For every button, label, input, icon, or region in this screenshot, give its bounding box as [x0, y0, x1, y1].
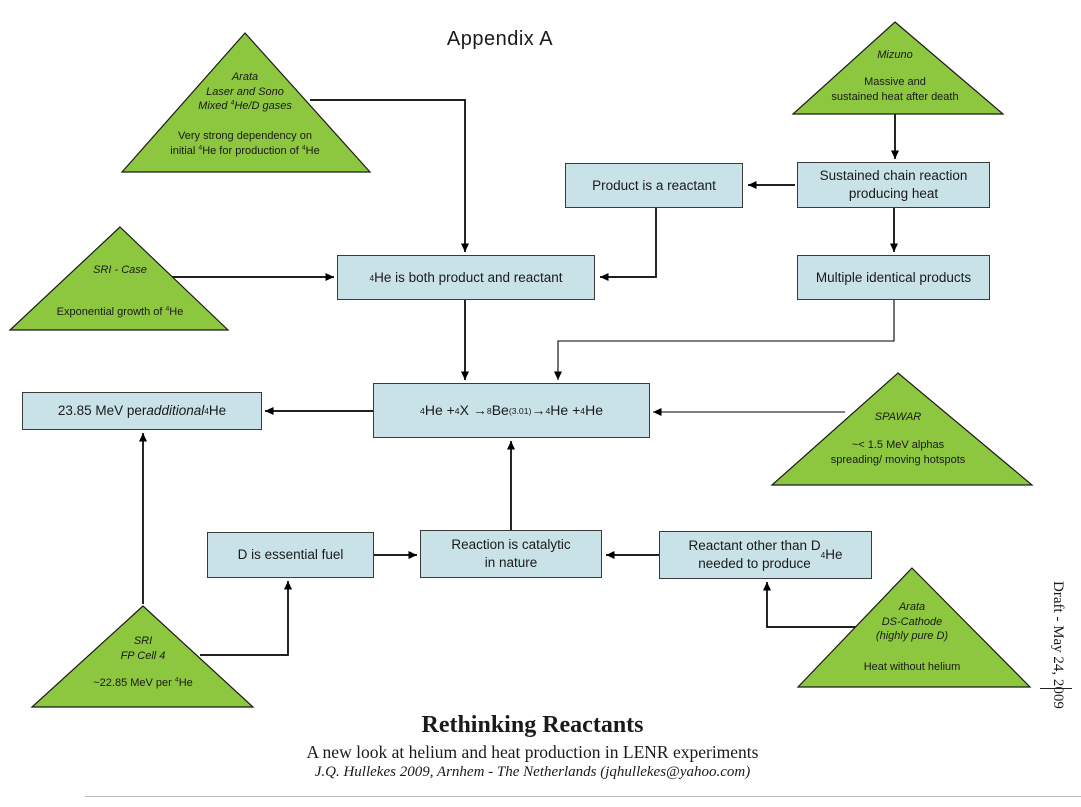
- connector-sri-fp-to-d-fuel: [200, 581, 292, 656]
- triangle-spawar-shape: [770, 372, 1034, 486]
- triangle-arata-ds-desc: Heat without helium: [863, 661, 961, 673]
- footer-byline: J.Q. Hullekes 2009, Arnhem - The Netherl…: [314, 764, 751, 780]
- page-bottom-edge-line: [85, 796, 1081, 797]
- connectors: [139, 99, 899, 656]
- triangle-sri-case-shape: [8, 226, 230, 331]
- triangle-arata-laser-shape: [120, 32, 372, 173]
- triangle-spawar-title: SPAWAR: [874, 411, 922, 423]
- triangle-mizuno-title: Mizuno: [877, 49, 913, 61]
- page-title: Appendix A: [446, 28, 554, 50]
- triangle-sri-case-desc: Exponential growth of 4He: [56, 305, 184, 318]
- triangle-sri-fp-cell-desc: ~22.85 MeV per 4He: [93, 676, 193, 689]
- draft-date-note: Draft - May 24, 2009: [1050, 581, 1066, 709]
- footer-subtitle: A new look at helium and heat production…: [306, 742, 759, 762]
- fold-mark-line: [1040, 688, 1072, 689]
- connector-arata-ds-to-reactant-other: [763, 582, 857, 628]
- triangle-mizuno-shape: [791, 21, 1005, 115]
- triangle-arata-ds-shape: [796, 567, 1032, 688]
- triangle-shapes: [8, 21, 1034, 708]
- triangle-sri-case-title: SRI - Case: [93, 264, 147, 276]
- box-d-is-essential-fuel: D is essential fuel: [207, 532, 374, 578]
- connector-multiple-to-formula: [554, 300, 895, 380]
- box-multiple-identical-products: Multiple identical products: [797, 255, 990, 300]
- connector-arata-laser-to-he-both: [310, 99, 469, 252]
- connector-product-to-he-both: [600, 208, 657, 281]
- triangle-sri-fp-cell-shape: [30, 605, 255, 708]
- box-product-is-reactant: Product is a reactant: [565, 163, 743, 208]
- footer-title: Rethinking Reactants: [421, 712, 644, 738]
